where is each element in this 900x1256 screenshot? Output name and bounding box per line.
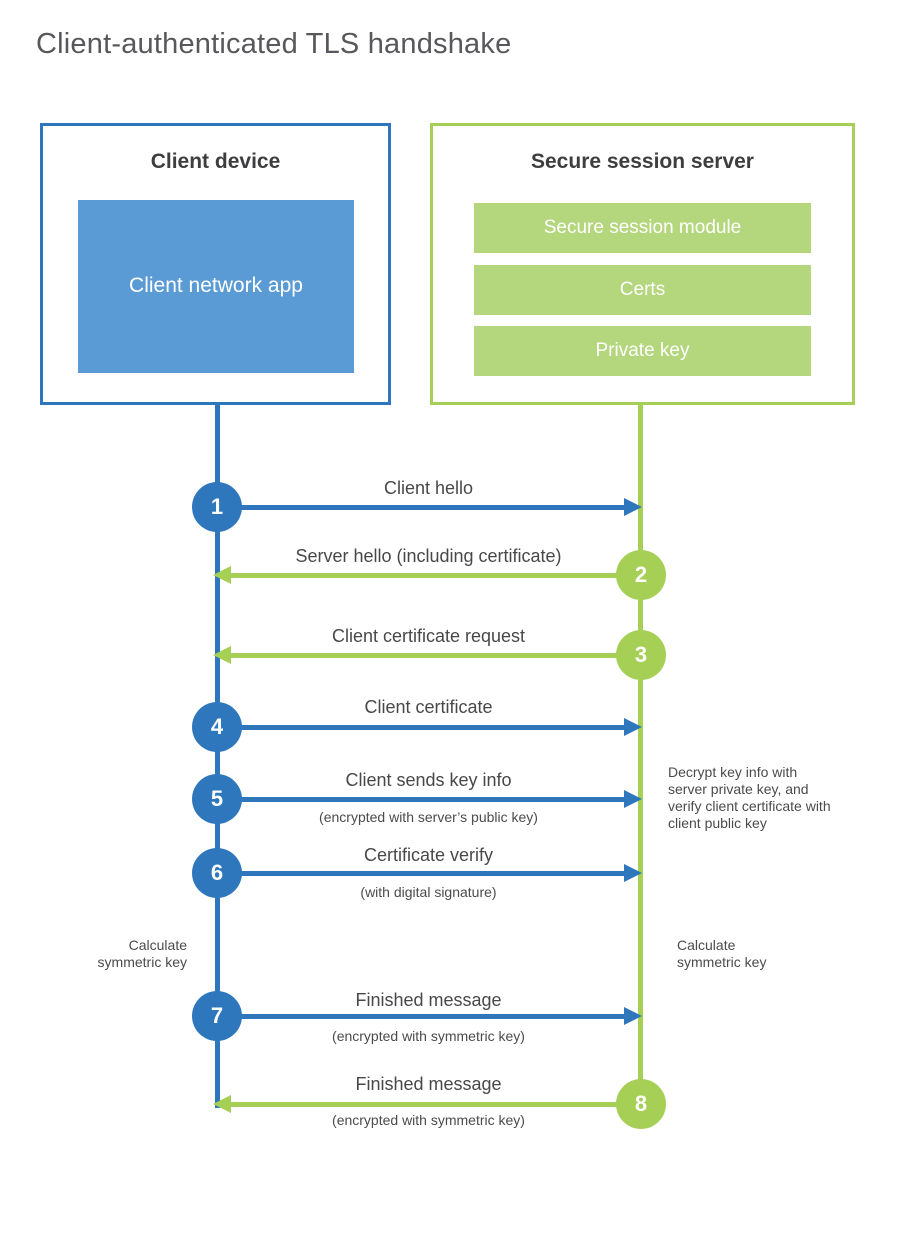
page-title: Client-authenticated TLS handshake	[36, 28, 512, 60]
message-label: Finished message	[355, 990, 502, 1010]
client-network-app-label: Client network app	[129, 274, 303, 298]
message-label: Client sends key info	[345, 770, 512, 790]
client-device-box: Client device Client network app	[40, 123, 391, 405]
client-lifeline	[215, 403, 220, 1108]
message-label: Finished message	[355, 1074, 502, 1094]
arrowhead-left-icon	[213, 566, 231, 584]
step-number: 5	[210, 786, 224, 811]
server-lifeline	[638, 403, 643, 1104]
arrowhead-right-icon	[624, 718, 642, 736]
step-circle: 4	[192, 702, 242, 752]
server-module-label: Private key	[595, 340, 690, 361]
arrowhead-left-icon	[213, 646, 231, 664]
step-circle: 2	[616, 550, 666, 600]
message-arrow	[231, 653, 641, 658]
message-label: Certificate verify	[363, 845, 494, 865]
step-circle: 7	[192, 991, 242, 1041]
message-arrow	[217, 725, 625, 730]
server-module-label: Certs	[619, 279, 666, 300]
step-circle: 1	[192, 482, 242, 532]
step-circle: 5	[192, 774, 242, 824]
message-arrow	[217, 797, 625, 802]
message-sublabel: (encrypted with symmetric key)	[332, 1028, 525, 1044]
arrowhead-right-icon	[624, 1007, 642, 1025]
server-box: Secure session server Secure session mod…	[430, 123, 855, 405]
calc-symmetric-key-left: Calculate symmetric key	[97, 937, 187, 970]
arrowhead-right-icon	[624, 498, 642, 516]
arrowhead-right-icon	[624, 864, 642, 882]
step-number: 7	[210, 1003, 224, 1028]
step-circle: 3	[616, 630, 666, 680]
server-module-label: Secure session module	[543, 217, 742, 238]
server-module-bar: Secure session module	[474, 203, 811, 253]
step-number: 8	[634, 1091, 648, 1116]
message-sublabel: (with digital signature)	[360, 884, 497, 900]
message-label: Server hello (including certificate)	[295, 546, 562, 566]
arrowhead-left-icon	[213, 1095, 231, 1113]
server-title: Secure session server	[531, 150, 754, 173]
message-sublabel: (encrypted with server’s public key)	[319, 809, 538, 825]
message-arrow	[217, 871, 625, 876]
message-label: Client hello	[383, 478, 474, 498]
arrowhead-right-icon	[624, 790, 642, 808]
message-arrow	[217, 505, 625, 510]
step-circle: 8	[616, 1079, 666, 1129]
client-network-app-box: Client network app	[78, 200, 354, 373]
message-label: Client certificate	[364, 697, 493, 717]
step-number: 6	[210, 860, 224, 885]
server-module-bar: Certs	[474, 265, 811, 315]
message-arrow	[217, 1014, 625, 1019]
server-module-bar: Private key	[474, 326, 811, 376]
step-circle: 6	[192, 848, 242, 898]
step-number: 2	[634, 562, 648, 587]
step-number: 3	[634, 642, 648, 667]
message-label: Client certificate request	[331, 626, 526, 646]
message-sublabel: (encrypted with symmetric key)	[332, 1112, 525, 1128]
message-arrow	[231, 1102, 641, 1107]
client-device-title: Client device	[150, 150, 281, 173]
calc-symmetric-key-right: Calculate symmetric key	[677, 937, 767, 970]
step-number: 1	[210, 494, 224, 519]
message-arrow	[231, 573, 641, 578]
decrypt-note: Decrypt key info with server private key…	[668, 764, 831, 831]
step-number: 4	[210, 714, 224, 739]
